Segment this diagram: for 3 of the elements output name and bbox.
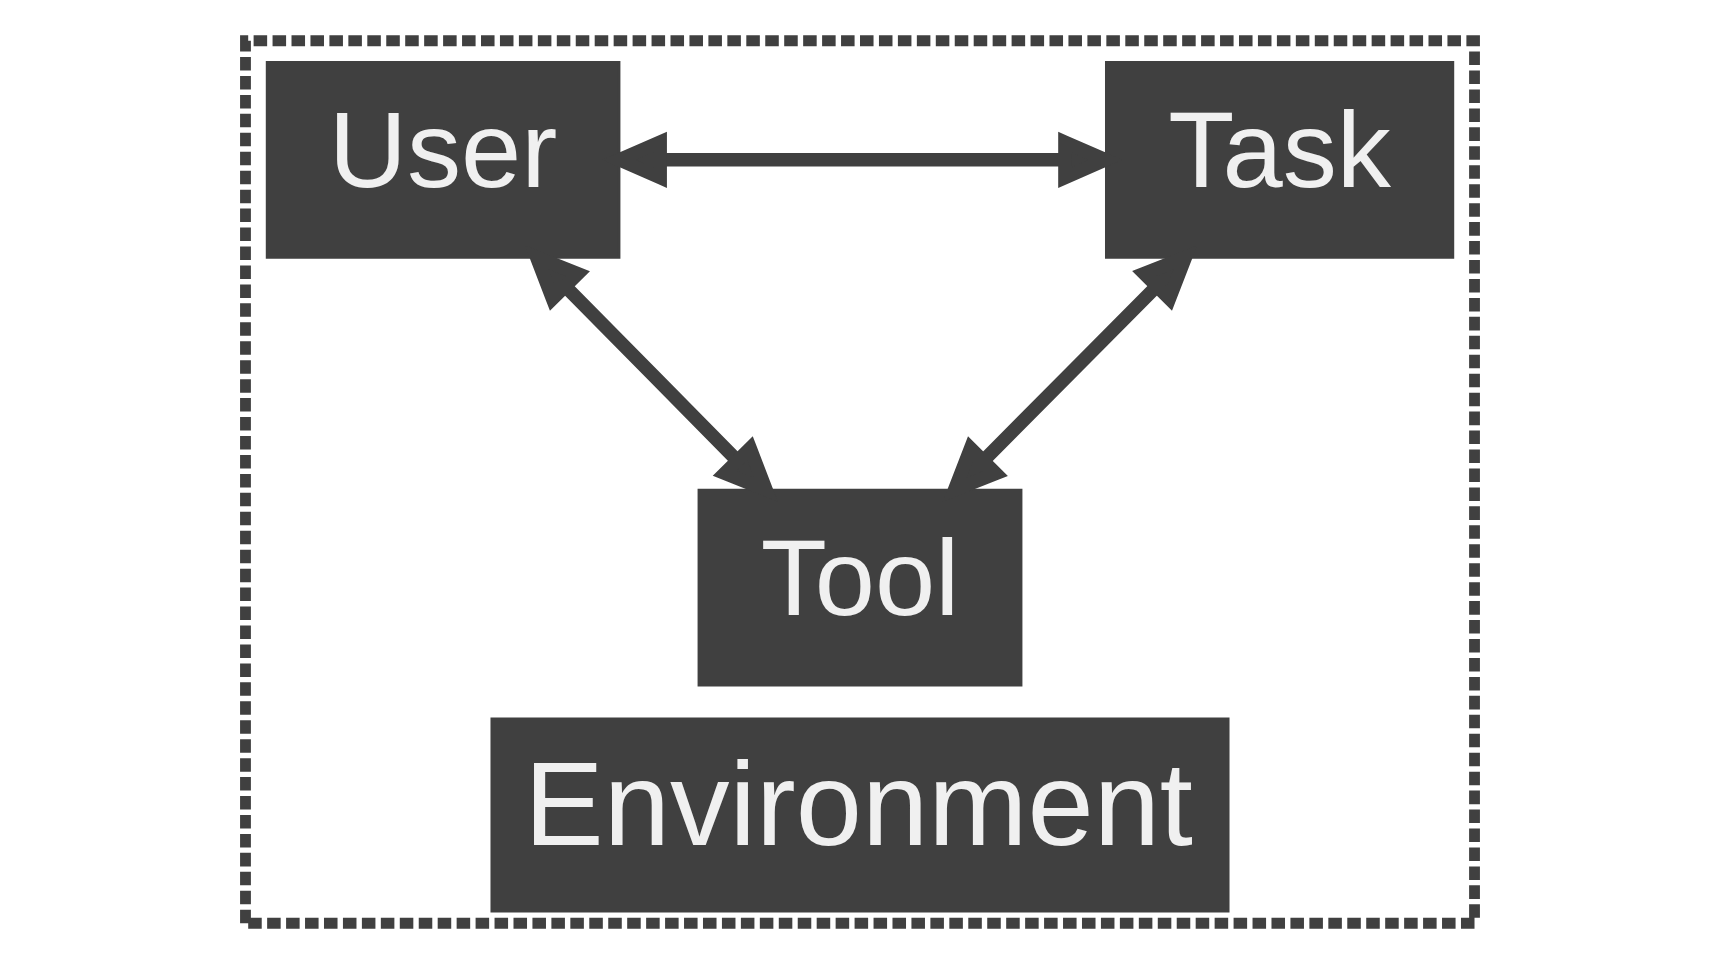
node-box: Task [1104, 61, 1454, 259]
node-box: Tool [697, 488, 1022, 687]
node-box: User [265, 61, 620, 259]
